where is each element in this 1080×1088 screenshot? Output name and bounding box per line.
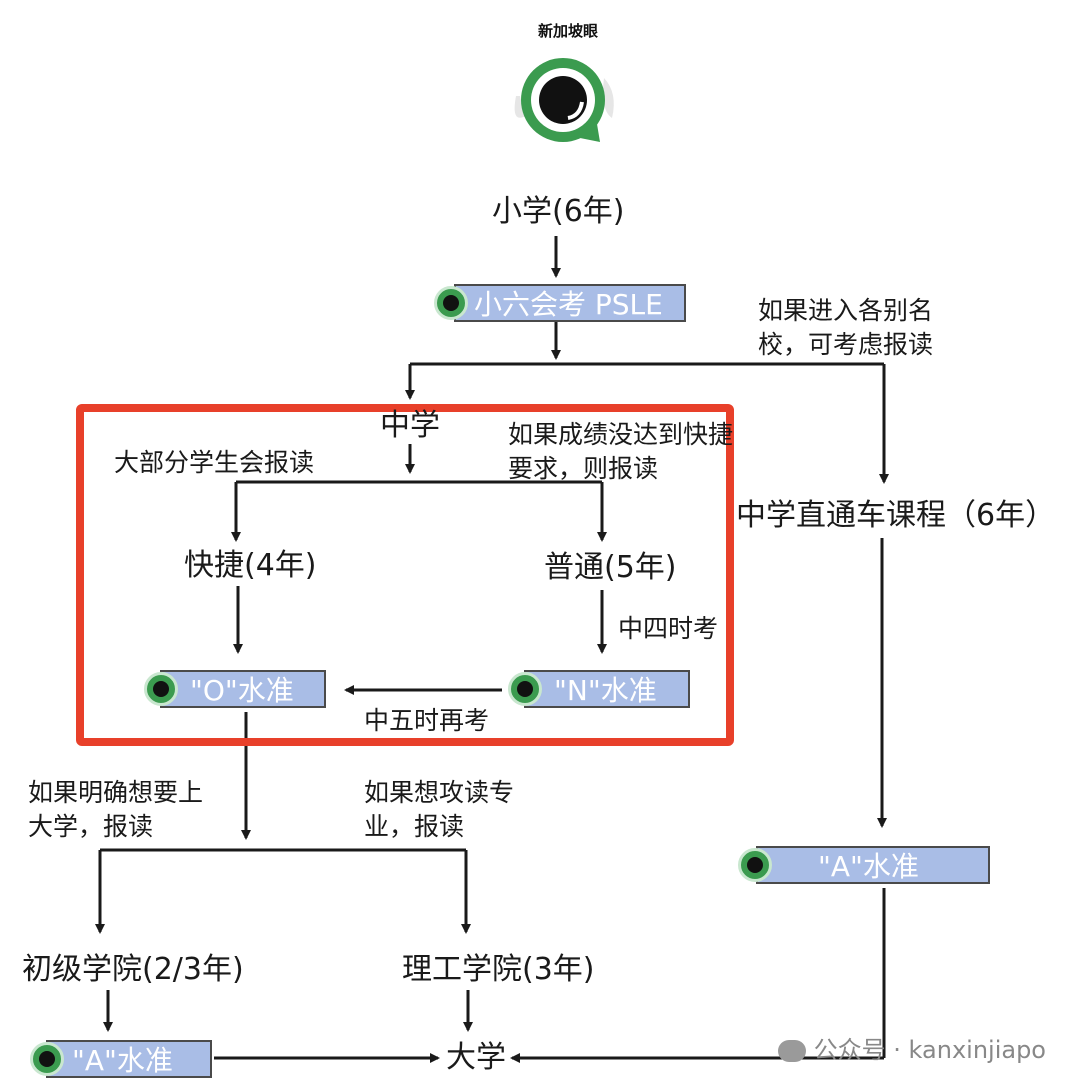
exam-a-level-jc: "A"水准: [30, 1040, 212, 1078]
node-university: 大学: [446, 1040, 506, 1075]
eye-icon: [144, 672, 178, 706]
logo-text: 新加坡眼: [537, 22, 598, 40]
note-sec5-retake: 中五时再考: [364, 706, 490, 735]
note-sec4-exam: 中四时考: [618, 614, 719, 643]
exam-a-level-ip: "A"水准: [738, 846, 990, 884]
note-most-students: 大部分学生会报读: [114, 448, 315, 477]
node-poly: 理工学院(3年): [402, 952, 595, 987]
secondary-highlight-box: [76, 404, 734, 746]
node-primary: 小学(6年): [492, 194, 625, 229]
eye-icon: [30, 1042, 64, 1076]
note-want-university: 如果明确想要上大学，报读: [28, 778, 204, 841]
eye-icon: [434, 286, 468, 320]
watermark: 公众号 · kanxinjiapo: [777, 1030, 1046, 1065]
logo: 新加坡眼: [500, 18, 630, 148]
exam-psle: 小六会考 PSLE: [434, 284, 686, 322]
exam-o-level: "O"水准: [144, 670, 326, 708]
node-ip: 中学直通车课程（6年）: [736, 498, 1056, 533]
eye-icon: [508, 672, 542, 706]
eye-icon: [514, 58, 614, 142]
note-ip-condition: 如果进入各别名校，可考虑报读: [758, 296, 934, 359]
node-jc: 初级学院(2/3年): [22, 952, 244, 987]
node-normal: 普通(5年): [544, 550, 677, 585]
wechat-icon: [777, 1040, 806, 1062]
eye-icon: [738, 848, 772, 882]
note-not-meet-express: 如果成绩没达到快捷要求，则报读: [508, 420, 734, 483]
node-express: 快捷(4年): [184, 548, 317, 583]
note-want-specialty: 如果想攻读专业，报读: [364, 778, 515, 841]
exam-n-level: "N"水准: [508, 670, 690, 708]
node-secondary: 中学: [380, 408, 440, 443]
